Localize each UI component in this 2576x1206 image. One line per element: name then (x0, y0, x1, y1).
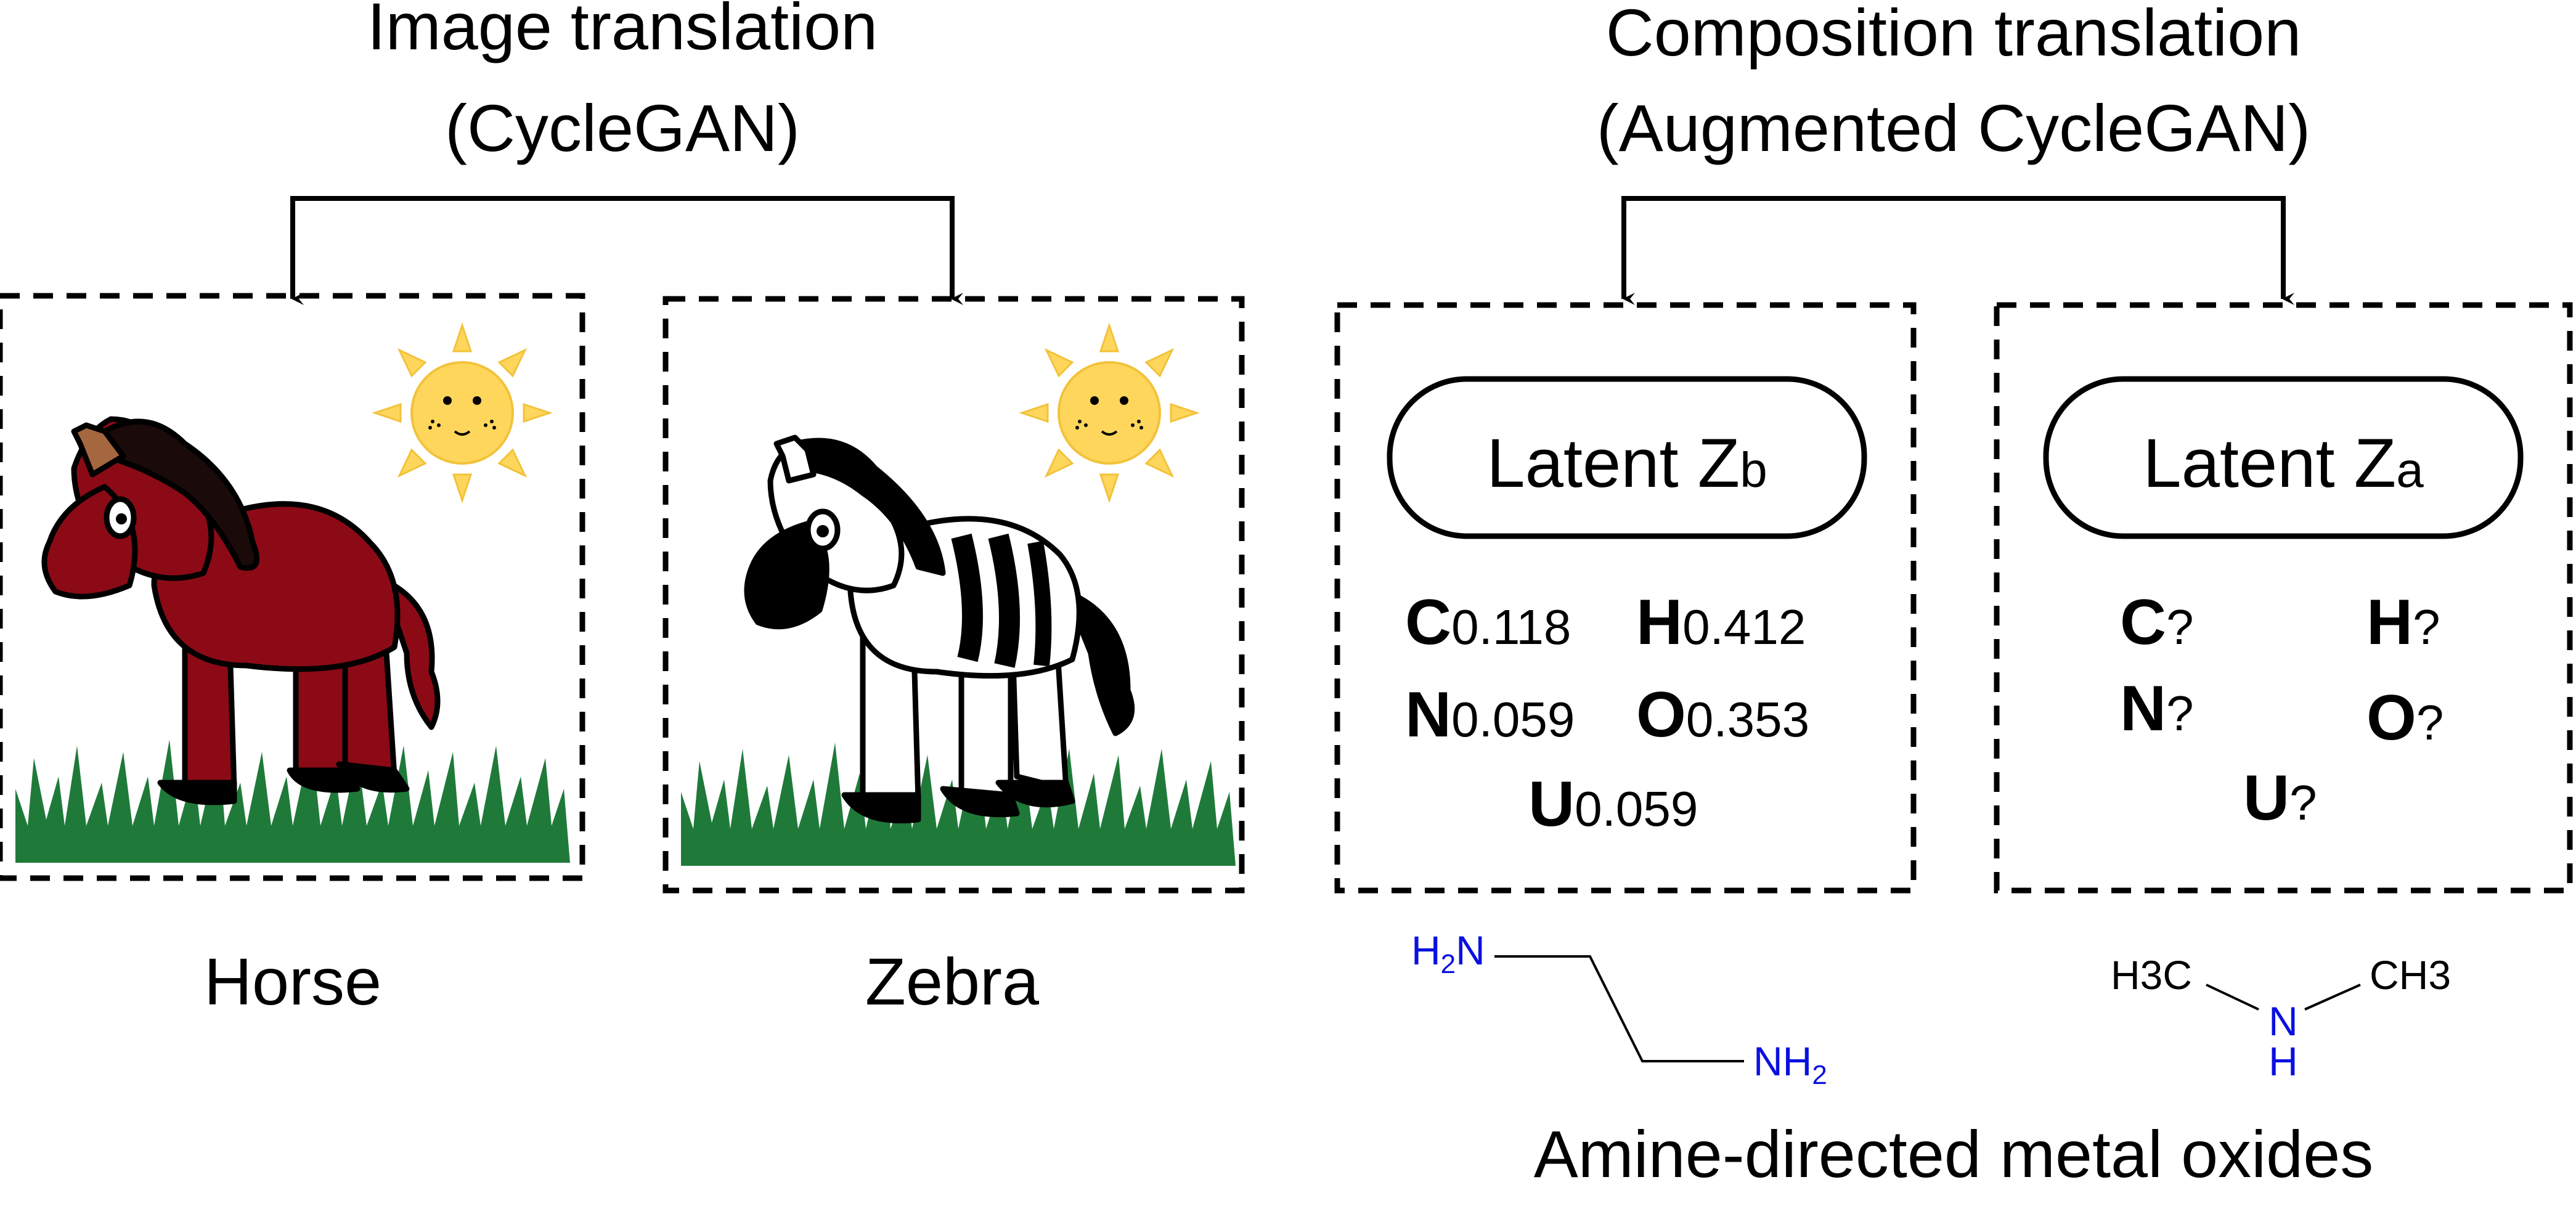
composition-b-h: H0.412 (1636, 587, 1806, 658)
right-cycle-arrow (1621, 196, 2294, 305)
latent-a-label: Latent Za (2143, 425, 2424, 502)
latent-a-box (2043, 376, 2524, 539)
horse-grass-icon (15, 739, 570, 863)
composition-a-h: H? (2366, 587, 2440, 658)
dimethylamine-nitrogen: N (2268, 998, 2298, 1044)
zebra-sun-icon (1021, 324, 1198, 502)
composition-a-u: U? (2243, 762, 2317, 834)
composition-a-n: N? (2120, 673, 2194, 744)
left-title-line2: (CycleGAN) (445, 91, 800, 165)
left-title-line1: Image translation (367, 0, 878, 63)
composition-a-panel (1994, 302, 2573, 894)
horse-icon (41, 416, 441, 805)
composition-b-u: U0.059 (1528, 768, 1698, 840)
horse-caption: Horse (204, 944, 381, 1019)
dimethylamine-right-methyl: CH3 (2370, 952, 2451, 998)
zebra-panel (662, 296, 1245, 894)
composition-b-o: O0.353 (1636, 679, 1809, 751)
composition-a-c: C? (2120, 587, 2194, 658)
composition-b-n: N0.059 (1405, 679, 1575, 751)
ethylenediamine-structure: H2N NH2 (1411, 927, 1827, 1090)
latent-b-box (1387, 376, 1867, 539)
horse-panel (0, 293, 585, 881)
dimethylamine-hydrogen: H (2268, 1038, 2298, 1084)
dimethylamine-left-methyl: H3C (2111, 952, 2192, 998)
right-title-line1: Composition translation (1606, 0, 2302, 70)
composition-a-o: O? (2366, 682, 2444, 754)
horse-sun-icon (373, 324, 551, 502)
composition-b-c: C0.118 (1405, 587, 1571, 658)
zebra-icon (744, 434, 1135, 824)
composition-a: C? H? N? O? U? (2120, 587, 2444, 834)
composition-b-panel (1334, 302, 1917, 894)
left-cycle-arrow (290, 196, 963, 305)
composition-b: C0.118 H0.412 N0.059 O0.353 U0.059 (1405, 587, 1809, 840)
right-caption: Amine-directed metal oxides (1534, 1117, 2374, 1191)
zebra-caption: Zebra (865, 944, 1040, 1019)
dimethylamine-structure: H3C CH3 N H (2111, 952, 2451, 1084)
ethylenediamine-left-amine: H2N (1411, 927, 1485, 979)
ethylenediamine-right-amine: NH2 (1753, 1038, 1827, 1090)
right-title-line2: (Augmented CycleGAN) (1597, 91, 2310, 165)
latent-b-label: Latent Zb (1486, 425, 1767, 502)
